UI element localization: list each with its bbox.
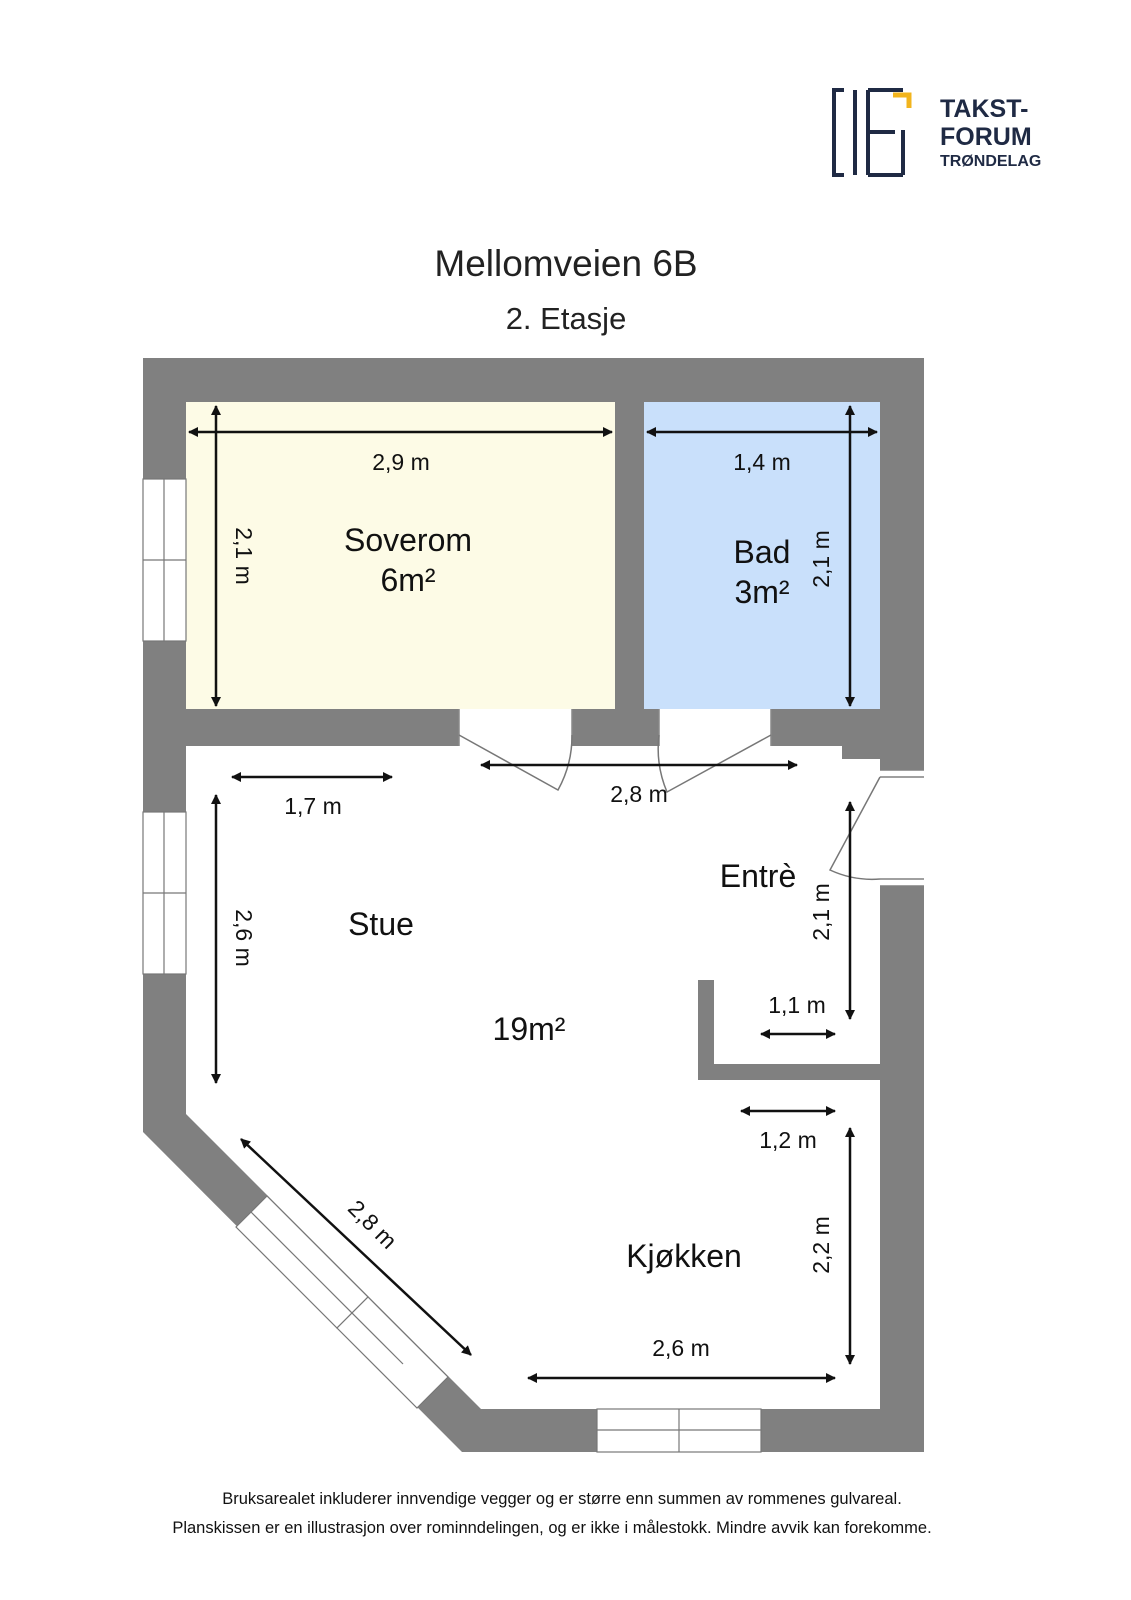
dim-soverom-width: 2,9 m (372, 449, 430, 475)
room-name-kjokken: Kjøkken (626, 1238, 742, 1274)
room-name-stue: Stue (348, 906, 414, 942)
bad-floor (644, 402, 880, 709)
room-area-soverom: 6m² (380, 562, 435, 598)
takstforum-logo: TAKST- FORUM TRØNDELAG (832, 88, 1041, 177)
footer-line-1: Bruksarealet inkluderer innvendige vegge… (222, 1490, 902, 1508)
logo-mark-icon (832, 88, 912, 177)
room-name-entre: Entrè (720, 858, 796, 894)
dim-bad-width: 1,4 m (733, 449, 791, 475)
dim-kjokken-depth: 2,2 m (808, 1216, 834, 1274)
dim-entre-width: 1,1 m (768, 992, 826, 1018)
room-area-stue: 19m² (493, 1011, 566, 1047)
plan-subtitle: 2. Etasje (506, 301, 627, 336)
doors (458, 709, 881, 881)
soverom-floor (186, 402, 615, 709)
wall-bad-right-return (842, 709, 880, 759)
dim-hall-width: 2,8 m (610, 781, 668, 807)
room-name-soverom: Soverom (344, 522, 472, 558)
dimension-lines (188, 405, 878, 1383)
logo-line-1: TAKST- (940, 95, 1028, 123)
dim-stue-depth: 2,6 m (231, 909, 257, 967)
wall-entre-bottom (698, 1064, 880, 1080)
room-name-bad: Bad (734, 534, 791, 570)
logo-line-2: FORUM (940, 123, 1032, 151)
walls (143, 358, 924, 1452)
entrance-opening (880, 770, 924, 886)
plan-title: Mellomveien 6B (434, 243, 697, 284)
wall-entre-divider (698, 980, 714, 1080)
dim-soverom-depth: 2,1 m (231, 527, 257, 585)
dim-bad-depth: 2,1 m (808, 530, 834, 588)
footer-line-2: Planskissen er en illustrasjon over romi… (172, 1519, 931, 1537)
dim-kjokken-width-top: 1,2 m (759, 1127, 817, 1153)
room-area-bad: 3m² (734, 574, 789, 610)
dim-entre-depth: 2,1 m (808, 883, 834, 941)
dim-kjokken-width-bottom: 2,6 m (652, 1335, 710, 1361)
logo-line-3: TRØNDELAG (940, 153, 1041, 170)
dim-stue-width: 1,7 m (284, 793, 342, 819)
